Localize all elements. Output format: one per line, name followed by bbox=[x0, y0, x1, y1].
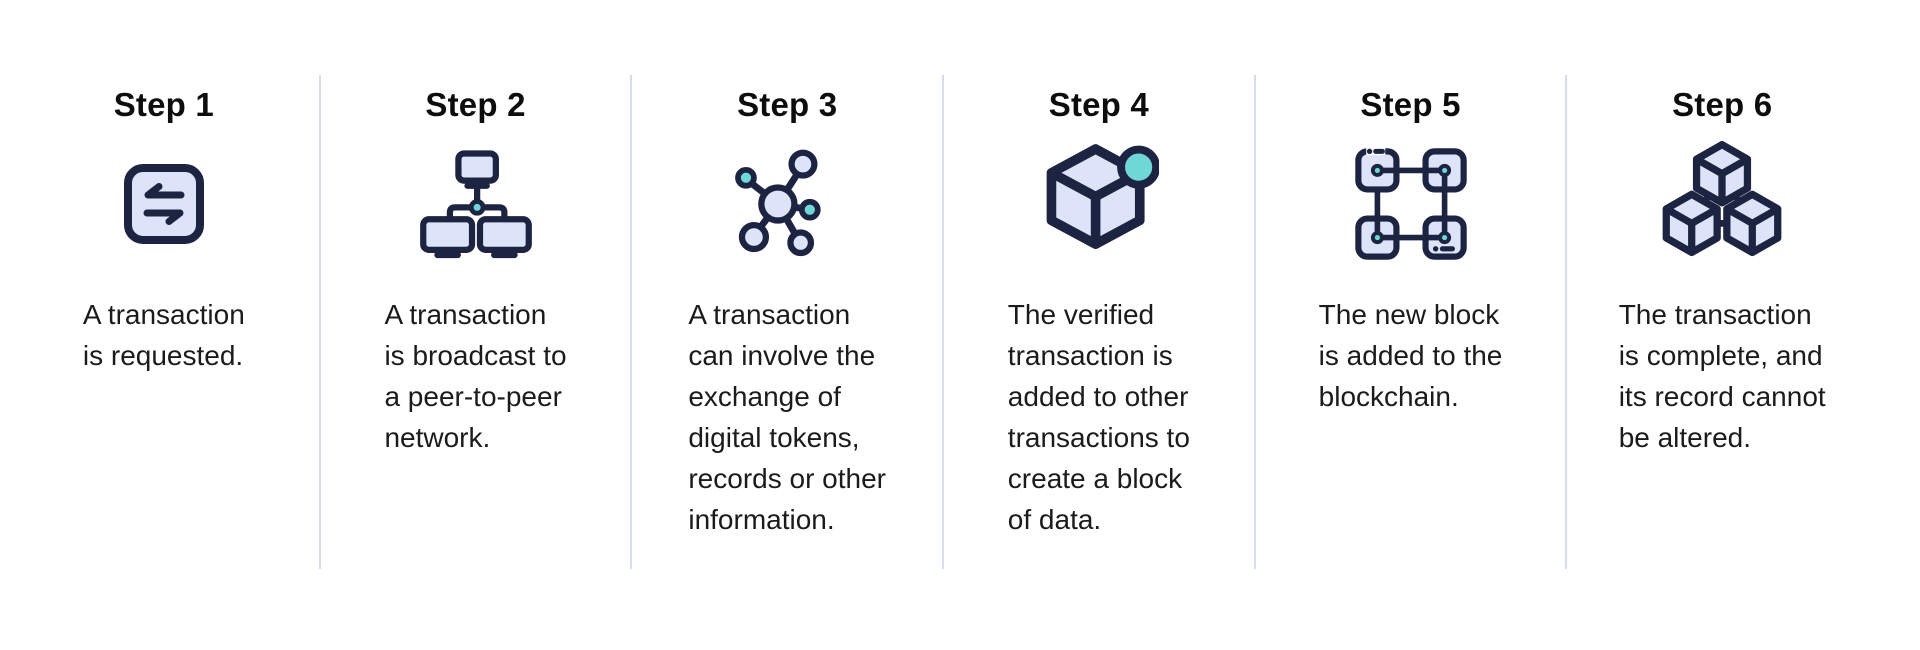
step-title: Step 4 bbox=[1048, 86, 1149, 123]
step-column-5: Step 5 bbox=[1255, 0, 1568, 650]
step-icon-wrap bbox=[1255, 124, 1567, 284]
column-divider bbox=[630, 75, 633, 569]
chained-cubes-icon bbox=[1662, 141, 1782, 257]
step-title: Step 6 bbox=[1672, 86, 1773, 123]
step-icon-wrap bbox=[943, 124, 1255, 284]
linked-blocks-icon bbox=[1354, 148, 1467, 260]
step-column-4: Step 4 The verified transaction is added… bbox=[943, 0, 1256, 650]
swap-arrows-icon bbox=[123, 164, 204, 244]
step-column-2: Step 2 A transaction is broadcast to a p… bbox=[320, 0, 633, 650]
column-divider bbox=[318, 75, 321, 569]
step-icon-wrap bbox=[1566, 124, 1878, 284]
column-divider bbox=[1253, 75, 1256, 569]
process-steps: Step 1 A transaction is requested. Step … bbox=[8, 0, 1878, 650]
step-description: A transaction is requested. bbox=[82, 299, 245, 371]
node-molecule-icon bbox=[735, 149, 821, 257]
step-column-6: Step 6 The transaction is complete, and … bbox=[1566, 0, 1878, 650]
column-divider bbox=[942, 75, 945, 569]
column-divider bbox=[1565, 75, 1568, 569]
step-column-1: Step 1 A transaction is requested. bbox=[8, 0, 321, 650]
step-icon-wrap bbox=[320, 124, 632, 284]
step-icon-wrap bbox=[8, 124, 320, 284]
step-title: Step 1 bbox=[113, 86, 214, 123]
step-title: Step 5 bbox=[1360, 86, 1461, 123]
step-description: The new block is added to the blockchain… bbox=[1318, 299, 1503, 412]
data-block-cube-icon bbox=[1046, 143, 1159, 249]
step-icon-wrap bbox=[631, 124, 943, 284]
step-column-3: Step 3 A transaction can involve the exc… bbox=[631, 0, 945, 650]
step-title: Step 2 bbox=[425, 86, 526, 123]
step-title: Step 3 bbox=[737, 86, 838, 123]
step-description: A transaction is broadcast to a peer-to-… bbox=[384, 299, 567, 453]
computer-network-icon bbox=[419, 149, 532, 258]
step-description: The verified transaction is added to oth… bbox=[1007, 299, 1190, 535]
step-description: The transaction is complete, and its rec… bbox=[1618, 299, 1826, 453]
step-description: A transaction can involve the exchange o… bbox=[688, 299, 886, 535]
